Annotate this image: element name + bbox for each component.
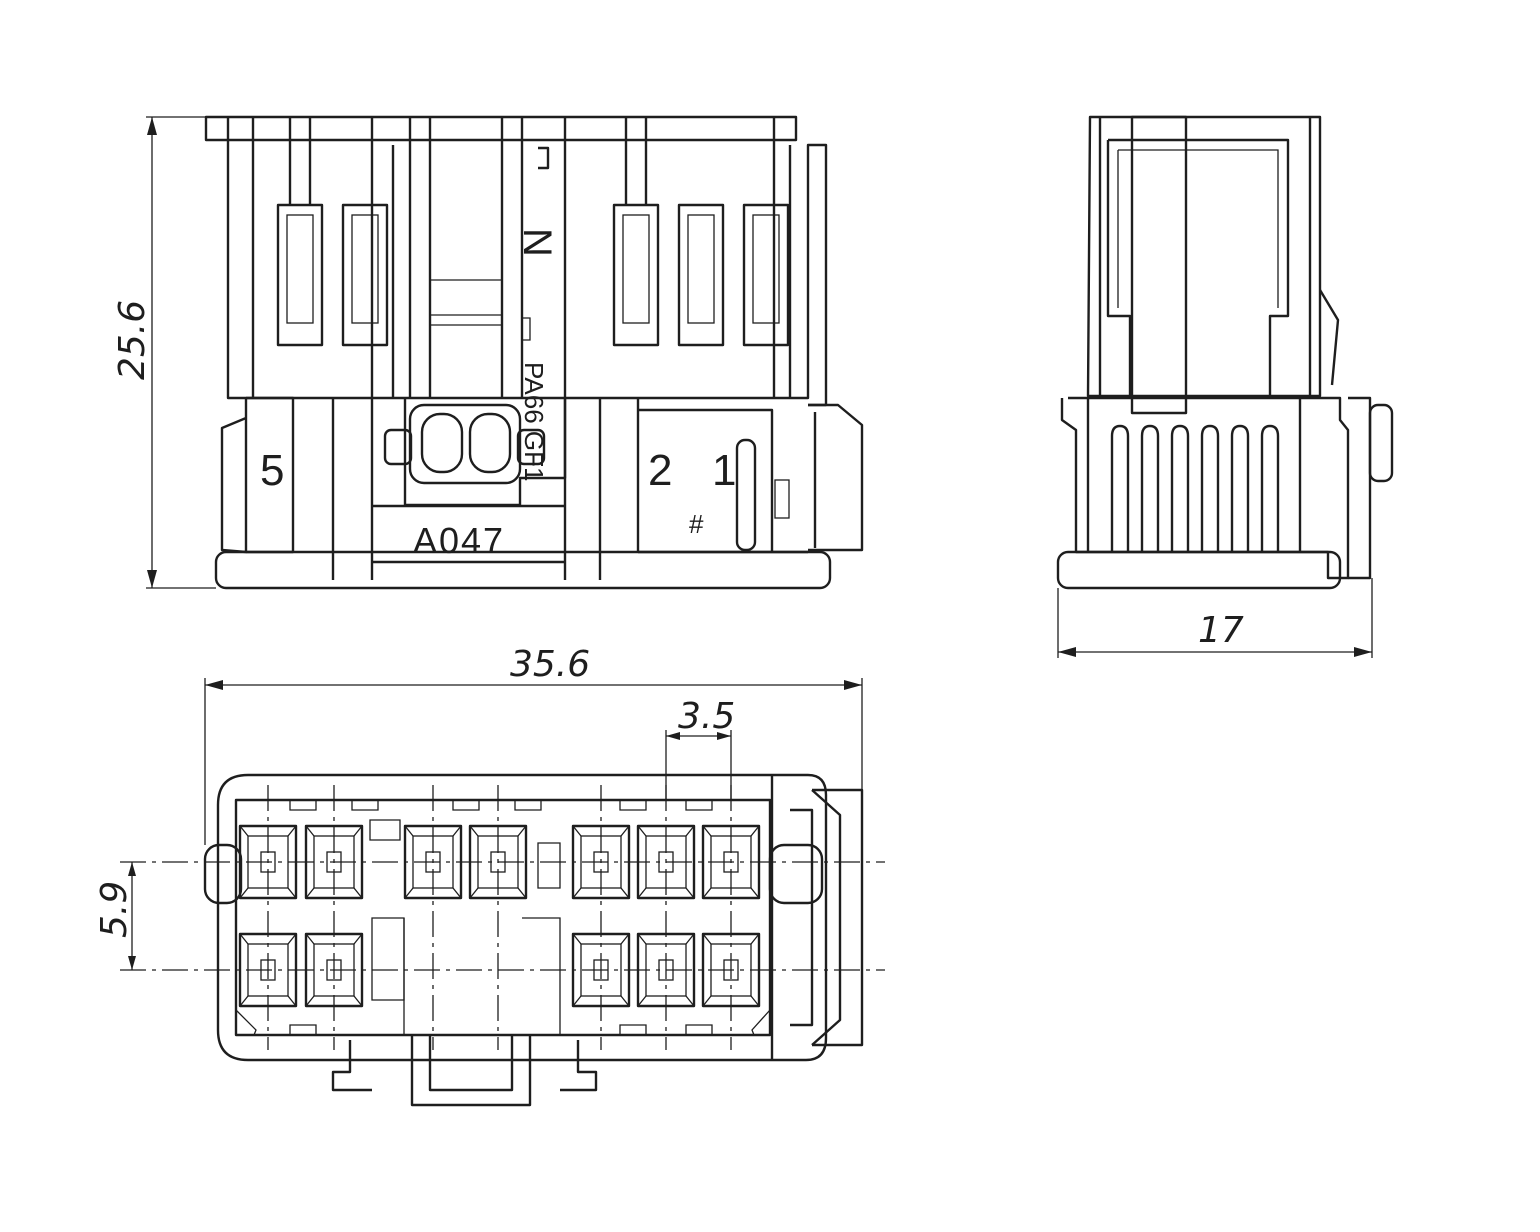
front-center-window bbox=[403, 398, 567, 507]
dim-pitch: 3.5 bbox=[665, 696, 735, 800]
front-mark: # bbox=[689, 509, 704, 539]
front-top-cap bbox=[204, 115, 798, 142]
dim-pitch-label: 3.5 bbox=[678, 696, 735, 737]
front-bottom-plate bbox=[214, 550, 832, 590]
front-label-2: 2 bbox=[648, 446, 672, 495]
front-letter-n: N bbox=[515, 228, 559, 257]
front-hole-right bbox=[468, 412, 512, 474]
side-lock-nub bbox=[1368, 403, 1394, 483]
face-bottom-latch bbox=[410, 1035, 532, 1107]
front-part-code: A047 bbox=[413, 520, 505, 561]
front-lower-body bbox=[220, 398, 248, 554]
front-lock-slot bbox=[735, 438, 757, 552]
front-view: 5 2 1 A047 # N PA66 GF1 bbox=[204, 115, 864, 590]
front-label-5: 5 bbox=[260, 446, 284, 495]
dim-side-width: 17 bbox=[1057, 578, 1373, 658]
side-view bbox=[1056, 115, 1394, 590]
mating-face-view bbox=[120, 773, 885, 1107]
front-material: PA66 GF1 bbox=[519, 362, 549, 481]
side-lower-body bbox=[1060, 396, 1350, 580]
front-latch-group-left bbox=[251, 117, 395, 398]
front-center-latch bbox=[408, 117, 550, 398]
dim-side-width-label: 17 bbox=[1198, 610, 1244, 651]
side-ribs bbox=[1110, 424, 1280, 552]
face-outer-housing bbox=[216, 773, 828, 1062]
dim-height-label: 25.6 bbox=[112, 300, 153, 380]
face-right-bump bbox=[768, 843, 824, 905]
side-latch bbox=[1130, 115, 1188, 415]
dim-row-spacing-label: 5.9 bbox=[94, 881, 135, 938]
front-latch-group-right bbox=[563, 117, 792, 398]
front-label-1: 1 bbox=[712, 446, 736, 495]
face-right-lock bbox=[812, 788, 864, 1047]
side-outer bbox=[1086, 115, 1322, 398]
front-right-lock bbox=[808, 403, 864, 552]
dim-width-label: 35.6 bbox=[510, 644, 590, 685]
dim-width: 35.6 bbox=[204, 644, 863, 845]
dim-row-spacing: 5.9 bbox=[94, 862, 136, 970]
cavity-centerlines bbox=[267, 785, 732, 1050]
dim-height: 25.6 bbox=[112, 116, 216, 589]
face-cavities bbox=[238, 824, 761, 1008]
front-hole-left bbox=[420, 412, 464, 474]
side-bottom-plate bbox=[1056, 550, 1342, 590]
